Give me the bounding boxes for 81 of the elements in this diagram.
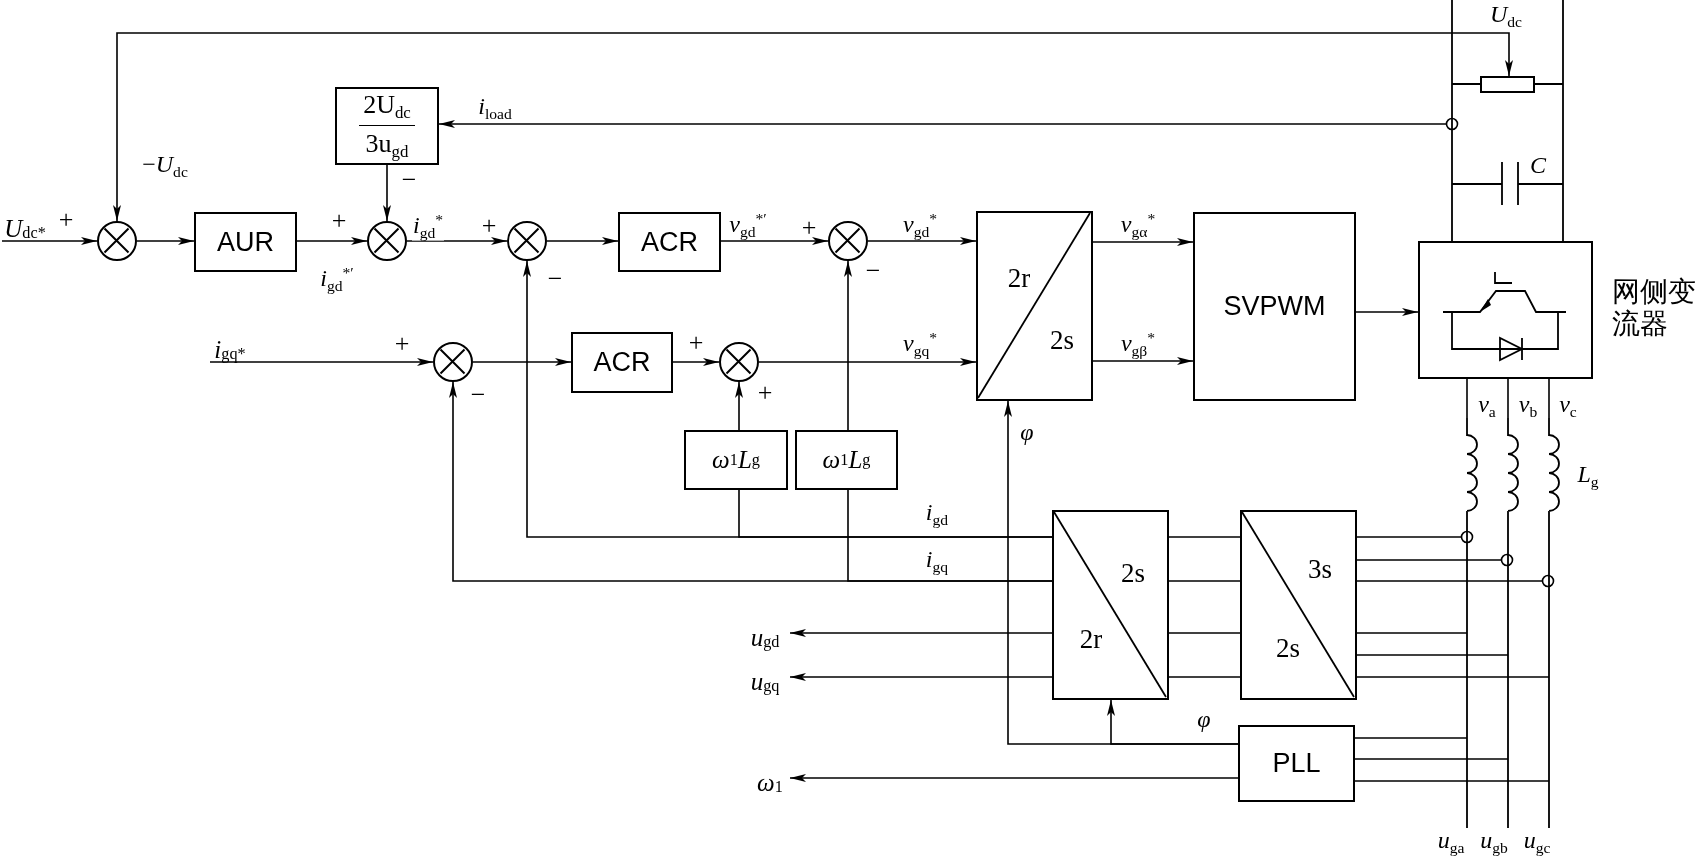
sign-label: − bbox=[546, 266, 564, 292]
arrow bbox=[789, 673, 1053, 681]
sign-label: + bbox=[393, 331, 411, 357]
sign-label: − bbox=[864, 258, 882, 284]
arrow bbox=[867, 237, 977, 245]
summing-junction bbox=[828, 221, 868, 261]
transform-box bbox=[1052, 510, 1169, 700]
transform-label: 2s bbox=[1050, 326, 1074, 354]
summing-junction bbox=[507, 221, 547, 261]
arrow bbox=[438, 117, 1459, 131]
arrow bbox=[1092, 357, 1194, 365]
signal-label: ω$_{1}$ bbox=[750, 761, 790, 795]
controller-box: AUR bbox=[194, 212, 297, 272]
sign-label: + bbox=[800, 215, 818, 241]
sign-label: + bbox=[756, 380, 774, 406]
arrow bbox=[789, 629, 1053, 637]
arrow bbox=[1092, 238, 1194, 246]
arrow bbox=[296, 237, 368, 245]
signal-line bbox=[847, 489, 1053, 582]
converter-label: 网侧变流器 bbox=[1612, 276, 1697, 341]
arrow bbox=[1107, 699, 1239, 745]
signal-line bbox=[1354, 758, 1509, 760]
signal-line bbox=[1354, 780, 1550, 782]
transform-label: 2r bbox=[1007, 264, 1031, 292]
transform-label: 2s bbox=[1121, 559, 1145, 587]
transform-box bbox=[976, 211, 1093, 401]
summing-junction bbox=[97, 221, 137, 261]
transform-label: 2r bbox=[1079, 625, 1103, 653]
arrow bbox=[546, 237, 619, 245]
sign-label: − bbox=[469, 382, 487, 408]
transform-box bbox=[1240, 510, 1357, 700]
signal-line bbox=[1168, 676, 1241, 678]
arrow bbox=[406, 237, 508, 245]
signal-line bbox=[1548, 378, 1550, 419]
signal-line bbox=[1354, 737, 1468, 739]
fraction-denominator: 3u$_{gd}$ bbox=[365, 128, 409, 163]
pll-box: PLL bbox=[1238, 725, 1355, 802]
sign-label: + bbox=[480, 213, 498, 239]
sign-label: − bbox=[400, 167, 418, 193]
arrow bbox=[672, 358, 720, 366]
resistor-symbol bbox=[1480, 76, 1535, 93]
arrow bbox=[1355, 308, 1419, 316]
signal-line bbox=[1356, 654, 1509, 656]
signal-line bbox=[1356, 632, 1468, 634]
sign-label: + bbox=[57, 207, 75, 233]
modulator-box: SVPWM bbox=[1193, 212, 1356, 401]
signal-line bbox=[1356, 574, 1555, 588]
signal-label: u$_{gq}$ bbox=[740, 660, 790, 694]
signal-line bbox=[1356, 676, 1550, 678]
arrow bbox=[844, 260, 852, 431]
fraction-numerator: 2U$_{dc}$ bbox=[359, 89, 415, 126]
arrow bbox=[472, 358, 572, 366]
signal-label: u$_{gd}$ bbox=[740, 616, 790, 650]
arrow bbox=[789, 774, 1239, 782]
arrow bbox=[758, 358, 977, 366]
signal-line bbox=[1168, 536, 1241, 538]
arrow bbox=[1, 237, 98, 245]
signal-line bbox=[1168, 580, 1241, 582]
converter-box bbox=[1418, 241, 1593, 379]
signal-line bbox=[1507, 378, 1509, 419]
signal-line bbox=[738, 489, 1053, 538]
arrow bbox=[209, 358, 434, 366]
arrow bbox=[720, 237, 829, 245]
arrow bbox=[735, 381, 743, 431]
summing-junction bbox=[719, 342, 759, 382]
signal-line bbox=[1356, 553, 1514, 567]
sign-label: + bbox=[687, 330, 705, 356]
arrow bbox=[113, 32, 1513, 222]
controller-box: ACR bbox=[571, 332, 673, 393]
controller-box: ACR bbox=[618, 212, 721, 272]
signal-line bbox=[1356, 530, 1474, 544]
transform-label: 2s bbox=[1276, 634, 1300, 662]
signal-line bbox=[1466, 378, 1468, 419]
gain-box bbox=[335, 87, 439, 165]
signal-line bbox=[1168, 632, 1241, 634]
summing-junction bbox=[433, 342, 473, 382]
arrow bbox=[136, 237, 195, 245]
arrow bbox=[383, 164, 391, 222]
transform-label: 3s bbox=[1308, 555, 1332, 583]
summing-junction bbox=[367, 221, 407, 261]
sign-label: + bbox=[330, 208, 348, 234]
